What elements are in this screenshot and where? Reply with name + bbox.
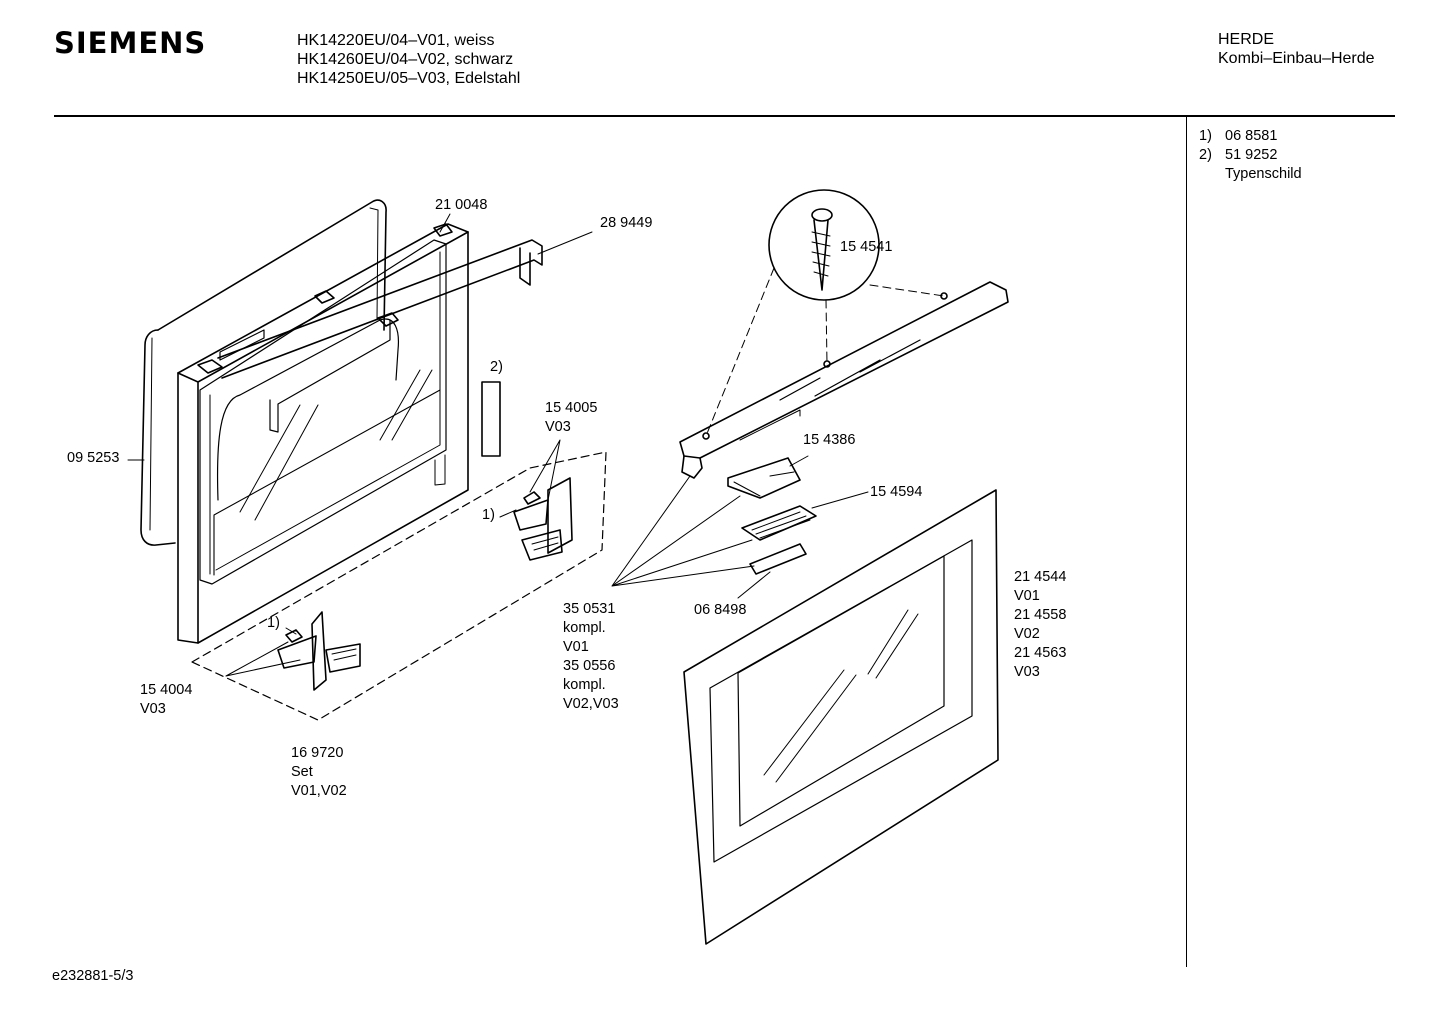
door-seal-gasket	[140, 199, 387, 546]
door-handle-bar	[679, 281, 1009, 479]
note-ref-1-right: 1)	[482, 507, 495, 523]
screw-leader-lines	[705, 267, 945, 437]
hinge-left	[277, 611, 361, 691]
hinge-right	[513, 477, 573, 561]
pad-06-8498	[749, 543, 807, 575]
subcategory: Kombi–Einbau–Herde	[1218, 50, 1375, 67]
notes-list: 1)06 8581 2)51 9252 Typenschild	[1199, 127, 1302, 184]
screw-detail	[768, 189, 880, 301]
part-label-06-8498: 06 8498	[694, 602, 747, 618]
part-label-28-9449: 28 9449	[600, 215, 653, 231]
leader-lines	[127, 213, 869, 677]
header-divider	[54, 115, 1395, 117]
note-item: 2)51 9252	[1199, 147, 1278, 163]
part-label-15-4541: 15 4541	[840, 239, 893, 255]
note-item: Typenschild	[1225, 166, 1302, 182]
rating-plate	[481, 381, 501, 457]
part-label-15-4386: 15 4386	[803, 432, 856, 448]
door-frame	[177, 223, 469, 644]
notes-divider	[1186, 117, 1187, 967]
model-list: HK14220EU/04–V01, weiss HK14260EU/04–V02…	[297, 31, 520, 88]
part-label-21-0048: 21 0048	[435, 197, 488, 213]
model-line: HK14220EU/04–V01, weiss	[297, 32, 495, 49]
clip-15-4594	[741, 505, 817, 541]
brand-logo: SIEMENS	[54, 26, 207, 60]
document-id: e232881-5/3	[52, 968, 134, 984]
category: HERDE	[1218, 31, 1275, 48]
note-item: 1)06 8581	[1199, 128, 1278, 144]
part-label-15-4594: 15 4594	[870, 484, 923, 500]
part-label-09-5253: 09 5253	[67, 450, 120, 466]
note-ref-2: 2)	[490, 359, 503, 375]
model-line: HK14260EU/04–V02, schwarz	[297, 51, 514, 68]
note-ref-1-left: 1)	[267, 615, 280, 631]
hinge-set-dashed-outline	[191, 451, 607, 721]
top-trim-strip	[217, 239, 543, 379]
category-block: HERDE Kombi–Einbau–Herde	[1218, 30, 1375, 68]
clip-15-4386	[727, 457, 801, 499]
model-line: HK14250EU/05–V03, Edelstahl	[297, 70, 521, 87]
outer-door-glass	[683, 489, 999, 945]
